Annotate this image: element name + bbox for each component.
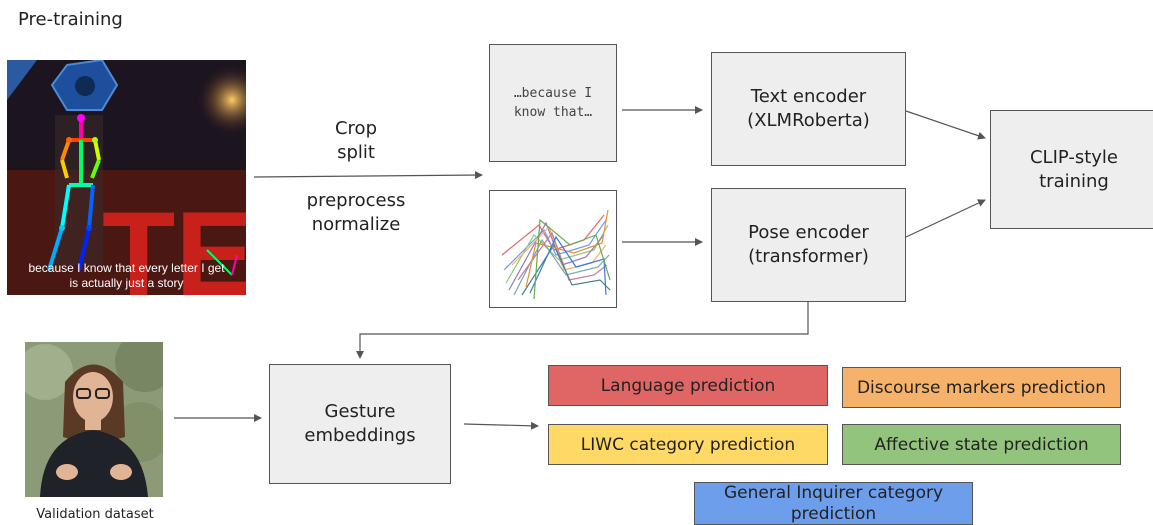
video-subtitle-line2: is actually just a story: [69, 276, 184, 290]
pose-encoder-model: (transformer): [748, 246, 869, 267]
pose-skeleton-overlay: TE: [7, 60, 246, 295]
pose-encoder-box: Pose encoder (transformer): [711, 188, 906, 302]
general-inquirer-prediction-line2: prediction: [790, 503, 877, 524]
text-encoder-model: (XLMRoberta): [747, 110, 870, 131]
text-encoder-title: Text encoder: [750, 86, 867, 107]
pose-sample-box: [489, 190, 617, 308]
ted-letters: TE: [102, 187, 246, 295]
arrow-text-encoder-to-clip: [905, 110, 986, 140]
arrow-frame-to-samples: [253, 171, 483, 180]
language-prediction-label: Language prediction: [600, 375, 776, 396]
gesture-embeddings-line1: Gesture: [324, 401, 396, 422]
affective-state-prediction-label: Affective state prediction: [874, 434, 1089, 455]
pose-encoder-title: Pose encoder: [748, 222, 869, 243]
validation-dataset-label: Validation dataset: [36, 507, 154, 522]
liwc-category-prediction-label: LIWC category prediction: [580, 434, 796, 455]
step-crop: Crop: [334, 118, 377, 139]
text-sample-line1: …because I: [513, 86, 593, 101]
pose-sequence-plot: [501, 209, 611, 300]
discourse-markers-prediction-label: Discourse markers prediction: [856, 377, 1107, 398]
general-inquirer-prediction-box: General Inquirer category prediction: [694, 482, 973, 525]
gesture-embeddings-box: Gesture embeddings: [269, 364, 451, 484]
clip-training-line2: training: [1039, 170, 1109, 192]
liwc-category-prediction-box: LIWC category prediction: [548, 424, 828, 465]
step-preprocess: preprocess: [306, 190, 406, 211]
clip-training-box: CLIP-style training: [990, 110, 1153, 229]
language-prediction-box: Language prediction: [548, 365, 828, 406]
video-subtitle-line1: because I know that every letter I get: [28, 261, 225, 275]
text-sample-line2: know that…: [513, 105, 593, 120]
arrow-pose-encoder-to-gesture: [356, 302, 809, 359]
validation-image: [25, 342, 163, 497]
arrow-pose-encoder-to-clip: [905, 199, 986, 238]
arrow-gesture-to-predictions: [463, 421, 539, 430]
step-normalize: normalize: [311, 214, 401, 235]
pretraining-video-frame: TE because I know that every letter I ge…: [7, 60, 246, 295]
step-split: split: [337, 142, 375, 163]
pretraining-title: Pre-training: [18, 9, 123, 30]
text-sample-box: …because I know that…: [489, 44, 617, 162]
general-inquirer-prediction-line1: General Inquirer category: [723, 482, 944, 503]
clip-training-line1: CLIP-style: [1029, 146, 1119, 168]
validation-speaker-illustration: [25, 342, 163, 497]
text-encoder-box: Text encoder (XLMRoberta): [711, 52, 906, 166]
discourse-markers-prediction-box: Discourse markers prediction: [842, 367, 1121, 408]
affective-state-prediction-box: Affective state prediction: [842, 424, 1121, 465]
gesture-embeddings-line2: embeddings: [304, 425, 416, 446]
